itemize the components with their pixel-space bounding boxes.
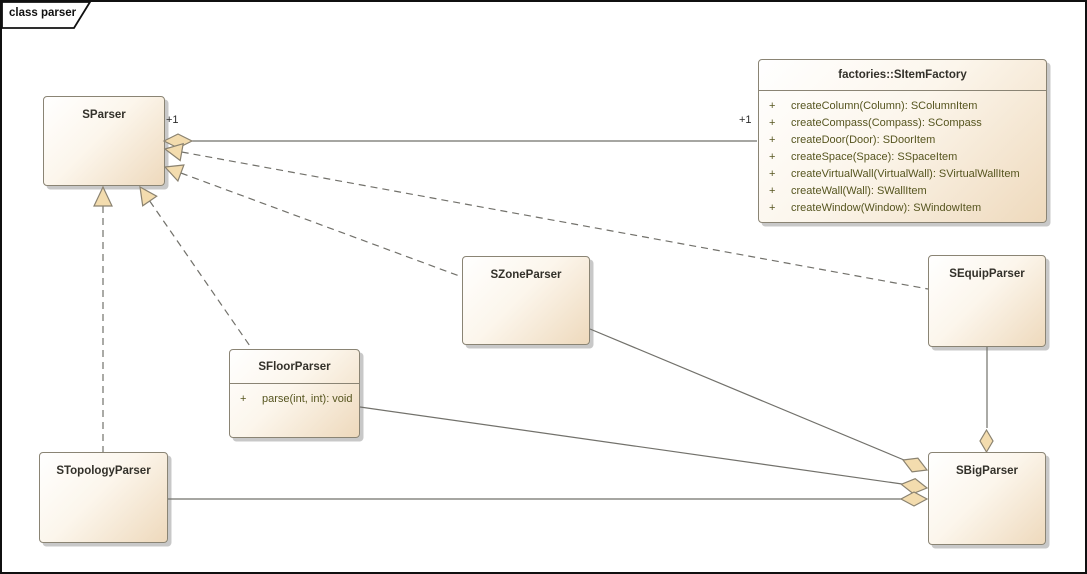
class-sparser[interactable]: SParser (43, 96, 165, 186)
method-signature: createWall(Wall): SWallItem (791, 185, 927, 197)
visibility: + (769, 151, 776, 163)
aggregation-sfloorparser-sbigparser[interactable] (359, 406, 903, 485)
aggregation-diamond-sbigparser-zone[interactable] (901, 457, 929, 473)
method-row[interactable]: + createColumn(Column): SColumnItem (759, 98, 1046, 115)
class-title: SEquipParser (949, 268, 1025, 280)
class-title: factories::SItemFactory (759, 60, 1046, 91)
visibility: + (769, 117, 776, 129)
method-row[interactable]: + createCompass(Compass): SCompass (759, 115, 1046, 132)
method-signature: createVirtualWall(VirtualWall): SVirtual… (791, 168, 1020, 180)
aggregation-diamond-sparser[interactable] (162, 133, 194, 149)
visibility: + (769, 168, 776, 180)
method-signature: createColumn(Column): SColumnItem (791, 100, 978, 112)
methods-compartment: + createColumn(Column): SColumnItem + cr… (759, 91, 1046, 217)
class-title: SZoneParser (490, 269, 562, 281)
method-row[interactable]: + parse(int, int): void (230, 391, 359, 408)
class-stopologyparser[interactable]: STopologyParser (39, 452, 168, 543)
aggregation-diamond-sbigparser-topology[interactable] (899, 491, 929, 507)
class-sbigparser[interactable]: SBigParser (928, 452, 1046, 545)
method-signature: createDoor(Door): SDoorItem (791, 134, 936, 146)
multiplicity-label-sparser-end: +1 (166, 114, 179, 126)
realization-sequipparser-sparser[interactable] (181, 151, 929, 290)
visibility: + (769, 134, 776, 146)
method-row[interactable]: + createWall(Wall): SWallItem (759, 183, 1046, 200)
realization-sfloorparser-sparser[interactable] (149, 200, 253, 350)
method-signature: createCompass(Compass): SCompass (791, 117, 982, 129)
method-row[interactable]: + createVirtualWall(VirtualWall): SVirtu… (759, 166, 1046, 183)
diagram-tab (1, 1, 92, 29)
class-title: SParser (82, 109, 126, 121)
class-title: STopologyParser (56, 465, 151, 477)
aggregation-diamond-sbigparser-floor[interactable] (900, 478, 929, 495)
class-title: SFloorParser (230, 350, 359, 384)
class-sfloorparser[interactable]: SFloorParser + parse(int, int): void (229, 349, 360, 438)
realization-szoneparser-sparser[interactable] (180, 172, 463, 278)
class-sequipparser[interactable]: SEquipParser (928, 255, 1046, 347)
realization-arrowhead-floor[interactable] (139, 185, 158, 207)
class-sitemfactory[interactable]: factories::SItemFactory + createColumn(C… (758, 59, 1047, 223)
methods-compartment: + parse(int, int): void (230, 384, 359, 408)
class-title: SBigParser (955, 465, 1018, 477)
realization-arrowhead-zone[interactable] (163, 164, 185, 183)
aggregation-diamond-sbigparser-equip[interactable] (979, 428, 994, 454)
method-signature: createSpace(Space): SSpaceItem (791, 151, 958, 163)
visibility: + (240, 393, 247, 405)
visibility: + (769, 100, 776, 112)
method-row[interactable]: + createWindow(Window): SWindowItem (759, 200, 1046, 217)
diagram-tab-label: class parser (9, 7, 77, 19)
multiplicity-label-factory-end: +1 (739, 114, 752, 126)
visibility: + (769, 202, 776, 214)
method-signature: parse(int, int): void (262, 393, 353, 405)
class-szoneparser[interactable]: SZoneParser (462, 256, 590, 345)
visibility: + (769, 185, 776, 197)
aggregation-szoneparser-sbigparser[interactable] (589, 328, 905, 461)
realization-arrowhead-equip[interactable] (163, 142, 184, 162)
realization-arrowhead-topology[interactable] (93, 185, 113, 207)
method-signature: createWindow(Window): SWindowItem (791, 202, 982, 214)
method-row[interactable]: + createSpace(Space): SSpaceItem (759, 149, 1046, 166)
method-row[interactable]: + createDoor(Door): SDoorItem (759, 132, 1046, 149)
